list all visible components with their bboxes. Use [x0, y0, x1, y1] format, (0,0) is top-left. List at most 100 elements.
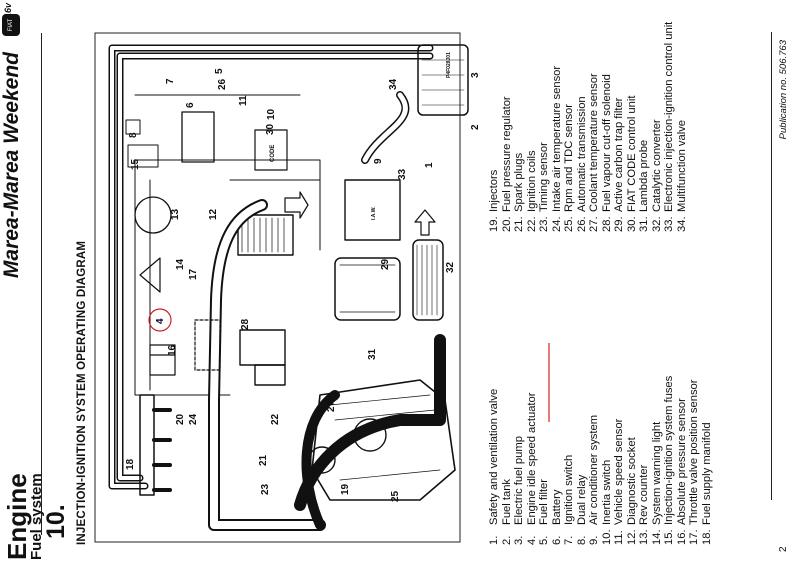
legend-text: Electronic injection-ignition control un…: [663, 21, 675, 212]
legend-item: 2.Fuel tank: [501, 376, 514, 545]
legend-text: Rpm and TDC sensor: [563, 104, 575, 212]
legend-number: 19.: [488, 216, 500, 232]
callout-11: 11: [238, 95, 249, 106]
legend-number: 23.: [538, 216, 550, 232]
legend-text: Electric fuel pump: [513, 436, 525, 525]
legend-item: 13.Rev counter: [638, 376, 651, 545]
callout-15: 15: [130, 158, 141, 170]
callout-5: 5: [214, 68, 225, 74]
page-number: 2: [778, 546, 789, 552]
callout-2: 2: [470, 124, 481, 130]
legend-item: 18.Fuel supply manifold: [701, 376, 714, 545]
legend-item: 28. Fuel vapour cut-off solenoid: [601, 22, 614, 232]
legend-item: 12.Diagnostic socket: [626, 376, 639, 545]
model-name: Marea-Marea Weekend: [0, 52, 23, 279]
callout-14: 14: [175, 258, 186, 270]
legend-number: 10.: [600, 529, 613, 545]
callout-23: 23: [260, 483, 271, 495]
legend-text: Lambda probe: [638, 139, 650, 212]
fiat-code-unit: [254, 129, 288, 171]
legend-number: 16.: [675, 529, 688, 545]
rev-counter: [134, 196, 172, 234]
callout-3: 3: [470, 72, 481, 78]
legend-text: System warning light: [650, 421, 663, 525]
legend-text: Automatic transmission: [575, 96, 588, 212]
callout-34: 34: [388, 78, 399, 90]
legend-item: 30. FIAT CODE control unit: [626, 22, 639, 232]
fuel-lines: [108, 44, 434, 490]
legend-text: Throttle valve position sensor: [688, 379, 700, 525]
legend-item: 4.Engine idle speed actuator: [526, 376, 539, 545]
legend-number: 33.: [663, 216, 675, 232]
callout-31: 31: [367, 348, 378, 360]
diagram-frame: [94, 32, 461, 543]
legend-number: 34.: [675, 216, 688, 232]
legend-number: 26.: [575, 216, 588, 232]
fuel-tank: [417, 44, 469, 116]
legend-item: 7.Ignition switch: [563, 376, 576, 545]
legend-number: 8.: [575, 535, 588, 545]
legend-text: Active carbon trap filter: [613, 97, 625, 212]
callout-28: 28: [240, 318, 251, 330]
callout-7: 7: [165, 78, 176, 84]
legend-item: 6. Battery: [551, 376, 564, 545]
legend-item: 9.Air conditioner system: [588, 376, 601, 545]
callout-9: 9: [373, 158, 384, 164]
battery: [181, 111, 215, 163]
ecu: [344, 179, 401, 241]
legend-number: 11.: [613, 530, 625, 545]
footer-divider: [771, 32, 772, 500]
code-label: CODE: [270, 145, 276, 162]
callout-32: 32: [445, 261, 456, 273]
callout-17: 17: [188, 268, 199, 280]
legend-number: 14.: [650, 529, 663, 545]
legend-text: Ignition coils: [525, 150, 538, 212]
legend-item: 27.Coolant temperature sensor: [588, 22, 601, 232]
legend-number: 4.: [525, 535, 538, 545]
callout-22: 22: [270, 413, 281, 425]
legend-item: 24.Intake air temperature sensor: [551, 22, 564, 232]
legend-number: 6.: [550, 535, 563, 545]
legend-number: 28.: [600, 216, 613, 232]
legend-number: 25.: [563, 216, 575, 232]
legend-number: 30.: [625, 216, 638, 232]
callout-10: 10: [266, 108, 277, 120]
legend-number: 32.: [650, 216, 663, 232]
legend-item: 21.Spark plugs: [513, 22, 526, 232]
legend-item: 22. Ignition coils: [526, 22, 539, 232]
legend-number: 5.: [538, 535, 550, 545]
legend-text: FIAT CODE control unit: [625, 95, 638, 212]
callout-21: 21: [258, 454, 269, 466]
callout-20: 20: [175, 413, 186, 425]
legend-item: 23.Timing sensor: [538, 22, 551, 232]
callout-13: 13: [170, 208, 181, 220]
legend-number: 24.: [550, 216, 563, 232]
engine-block: [311, 379, 456, 501]
legend-text: Inertia switch: [600, 459, 613, 525]
legend-number: 3.: [513, 535, 525, 545]
legend-text: Fuel vapour cut-off solenoid: [600, 74, 613, 212]
callout-24: 24: [188, 413, 199, 425]
legend-number: 2.: [500, 535, 513, 545]
legend-number: 22.: [525, 216, 538, 232]
legend-text: Fuel filter: [538, 478, 550, 525]
callout-29: 29: [380, 258, 391, 270]
callout-18: 18: [125, 458, 136, 470]
legend-item: 33. Electronic injection-ignition control…: [663, 22, 676, 232]
legend-number: 29.: [613, 216, 625, 232]
legend-item: 32.Catalytic converter: [651, 22, 664, 232]
legend-number: 31.: [638, 216, 650, 232]
chapter-number: 10.: [42, 504, 70, 539]
legend-text: Battery: [550, 489, 563, 525]
legend-number: 13.: [638, 529, 650, 545]
legend-text: Safety and ventilation valve: [488, 388, 500, 525]
callout-30: 30: [265, 123, 276, 135]
fuel-supply-manifold: [139, 394, 155, 496]
variant-label: 16v: [3, 3, 13, 19]
legend-item: 19.Injectors: [488, 22, 501, 232]
legend-item: 25. Rpm and TDC sensor: [563, 22, 576, 232]
legend-number: 7.: [563, 535, 575, 545]
